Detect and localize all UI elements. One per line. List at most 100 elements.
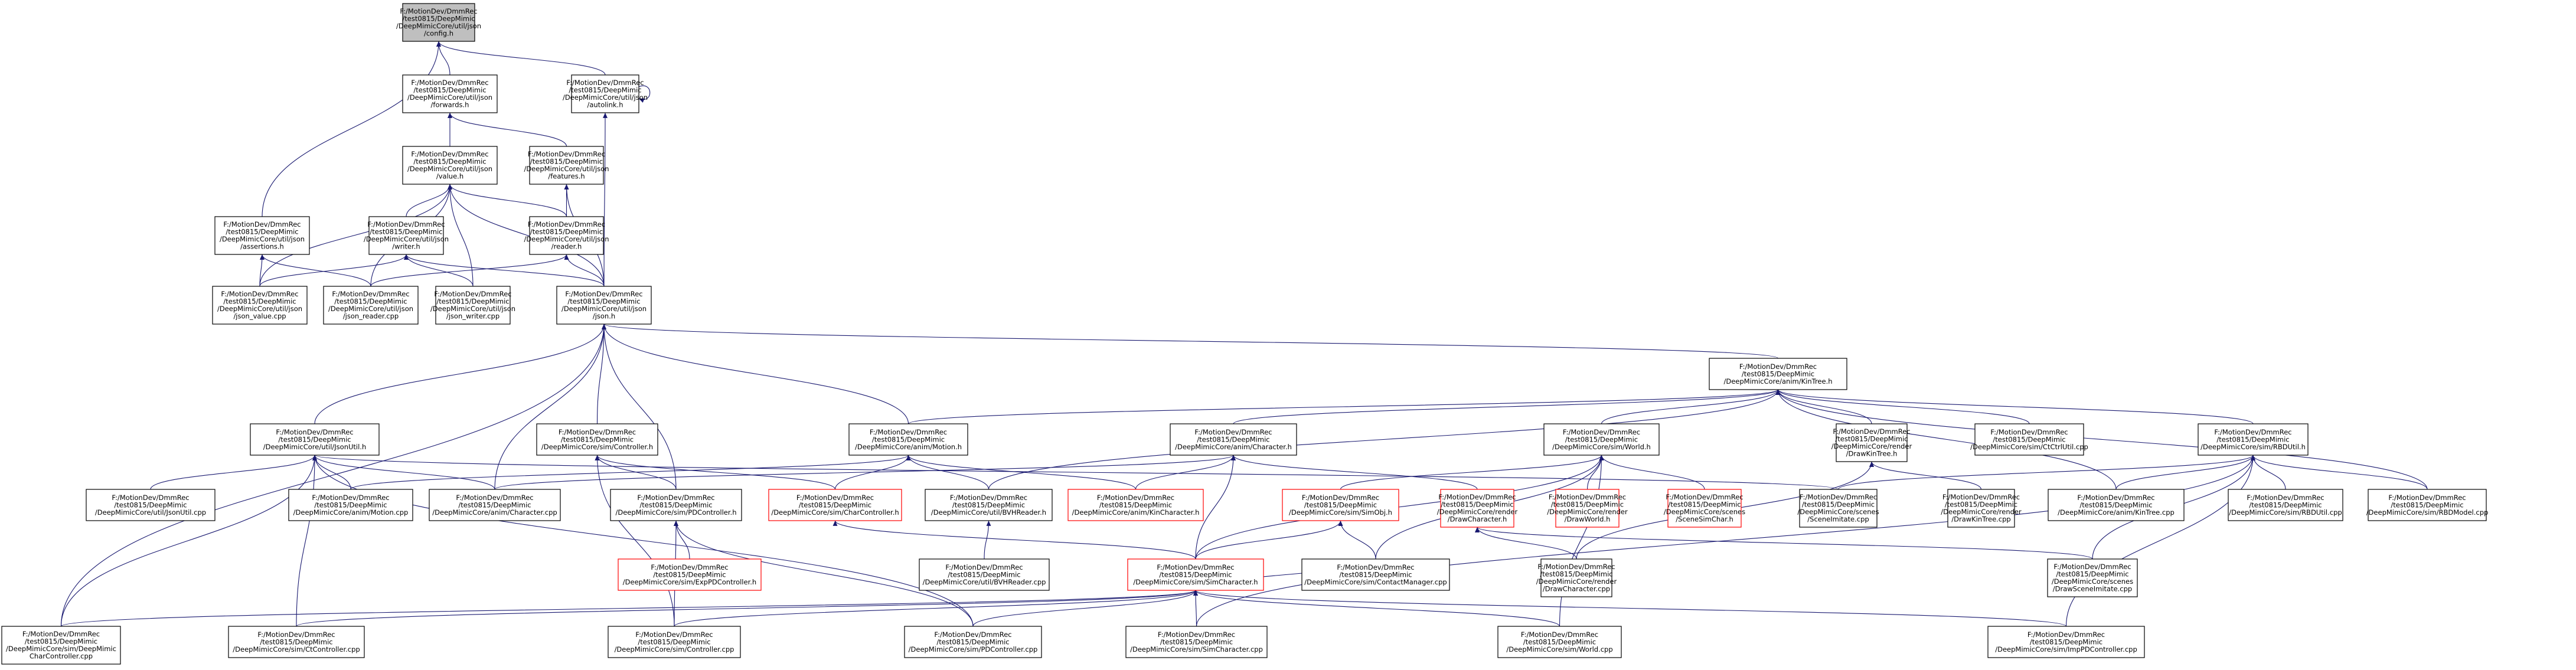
node-json_writer[interactable]: F:/MotionDev/DmmRec/test0815/DeepMimic/D… — [430, 286, 515, 325]
node-box — [1497, 626, 1622, 658]
node-bvhreader_cpp[interactable]: F:/MotionDev/DmmRec/test0815/DeepMimic/D… — [919, 558, 1050, 591]
node-label-line: /test0815/DeepMimic — [799, 501, 871, 509]
edge-json_value-to-writer — [259, 254, 409, 287]
node-features[interactable]: F:/MotionDev/DmmRec/test0815/DeepMimic/D… — [524, 146, 609, 185]
node-label-line: /DeepMimicCore/scenes — [1664, 508, 1745, 516]
node-label-line: /test0815/DeepMimic — [278, 435, 351, 443]
node-drawkintree_cpp[interactable]: F:/MotionDev/DmmRec/test0815/DeepMimic/D… — [1941, 489, 2022, 528]
node-kintree_cpp[interactable]: F:/MotionDev/DmmRec/test0815/DeepMimic/D… — [2048, 489, 2185, 521]
node-box — [1836, 423, 1908, 462]
node-scenesimchar_h[interactable]: F:/MotionDev/DmmRec/test0815/DeepMimic/D… — [1664, 489, 1745, 528]
node-drawsceneimitate_cpp[interactable]: F:/MotionDev/DmmRec/test0815/DeepMimic/D… — [2047, 558, 2138, 597]
node-box — [1127, 558, 1264, 591]
node-value[interactable]: F:/MotionDev/DmmRec/test0815/DeepMimic/D… — [402, 146, 498, 185]
node-reader[interactable]: F:/MotionDev/DmmRec/test0815/DeepMimic/D… — [524, 216, 609, 255]
node-world[interactable]: F:/MotionDev/DmmRec/test0815/DeepMimic/D… — [1543, 423, 1660, 456]
node-bvhreader_h[interactable]: F:/MotionDev/DmmRec/test0815/DeepMimic/D… — [925, 489, 1053, 521]
node-json_value[interactable]: F:/MotionDev/DmmRec/test0815/DeepMimic/D… — [212, 286, 308, 325]
node-label-line: /test0815/DeepMimic — [2216, 435, 2289, 443]
node-label-line: /DeepMimicCore/sim/PDController.h — [615, 508, 736, 517]
node-label-line: /test0815/DeepMimic — [952, 501, 1025, 509]
node-ctctrlutil[interactable]: F:/MotionDev/DmmRec/test0815/DeepMimic/D… — [1970, 423, 2088, 456]
node-charcontroller_h[interactable]: F:/MotionDev/DmmRec/test0815/DeepMimic/D… — [768, 489, 902, 521]
node-label-line: /DeepMimicCore/render — [1941, 508, 2022, 516]
node-label-line: /test0815/DeepMimic — [530, 158, 603, 166]
node-simcharacter_h[interactable]: F:/MotionDev/DmmRec/test0815/DeepMimic/D… — [1127, 558, 1264, 591]
node-autolink[interactable]: F:/MotionDev/DmmRec/test0815/DeepMimic/D… — [563, 74, 648, 113]
edge-drawcharacter_cpp-to-drawcharacter_h — [1475, 527, 1577, 560]
node-label-line: /test0815/DeepMimic — [1742, 370, 1814, 378]
node-deepmimiccharcontroller_cpp[interactable]: F:/MotionDev/DmmRec/test0815/DeepMimic/D… — [1, 626, 121, 665]
node-drawcharacter_h[interactable]: F:/MotionDev/DmmRec/test0815/DeepMimic/D… — [1437, 489, 1518, 528]
node-label-line: F:/MotionDev/DmmRec — [221, 290, 298, 298]
node-label-line: /DeepMimicCore/sim/CtCtrlUtil.cpp — [1970, 443, 2088, 451]
node-label-line: /autolink.h — [587, 101, 623, 109]
node-character_cpp[interactable]: F:/MotionDev/DmmRec/test0815/DeepMimic/D… — [429, 489, 561, 521]
edge-kintree-to-json — [602, 323, 1779, 359]
edge-character_cpp-to-character — [494, 455, 1236, 490]
node-rbdutil_cpp[interactable]: F:/MotionDev/DmmRec/test0815/DeepMimic/D… — [2228, 489, 2343, 521]
node-label-line: /DeepMimicCore/util/json — [328, 305, 413, 313]
node-motion_cpp[interactable]: F:/MotionDev/DmmRec/test0815/DeepMimic/D… — [288, 489, 413, 521]
node-simcharacter_cpp[interactable]: F:/MotionDev/DmmRec/test0815/DeepMimic/D… — [1125, 626, 1268, 658]
node-box — [214, 216, 310, 255]
node-label-line: F:/MotionDev/DmmRec — [1800, 493, 1877, 501]
node-label-line: F:/MotionDev/DmmRec — [312, 493, 389, 502]
node-label-line: /DeepMimicCore/util/json — [364, 235, 449, 243]
node-rbdutil_h[interactable]: F:/MotionDev/DmmRec/test0815/DeepMimic/D… — [2198, 423, 2309, 456]
node-label-line: CharController.cpp — [30, 652, 93, 661]
edge-rbdmodel_cpp-to-rbdutil_h — [2251, 455, 2428, 490]
node-motion[interactable]: F:/MotionDev/DmmRec/test0815/DeepMimic/D… — [848, 423, 968, 456]
node-label-line: /DeepMimicCore/util/BVHReader.cpp — [923, 578, 1046, 586]
node-label-line: /DeepMimicCore/sim/ImpPDController.cpp — [1995, 645, 2137, 653]
node-label-line: /test0815/DeepMimic — [1159, 570, 1232, 579]
node-character[interactable]: F:/MotionDev/DmmRec/test0815/DeepMimic/D… — [1170, 423, 1297, 456]
node-forwards[interactable]: F:/MotionDev/DmmRec/test0815/DeepMimic/D… — [402, 74, 498, 113]
node-kintree[interactable]: F:/MotionDev/DmmRec/test0815/DeepMimic/D… — [1709, 358, 1847, 390]
edge-controller_cpp-to-controller — [595, 455, 675, 627]
node-sceneimitate_cpp[interactable]: F:/MotionDev/DmmRec/test0815/DeepMimic/D… — [1797, 489, 1879, 528]
node-label-line: F:/MotionDev/DmmRec — [1549, 493, 1626, 501]
node-drawkintree_h[interactable]: F:/MotionDev/DmmRec/test0815/DeepMimic/D… — [1831, 423, 1912, 462]
node-rbdmodel_cpp[interactable]: F:/MotionDev/DmmRec/test0815/DeepMimic/D… — [2366, 489, 2489, 521]
node-label-line: /test0815/DeepMimic — [114, 501, 187, 509]
node-drawworld_h[interactable]: F:/MotionDev/DmmRec/test0815/DeepMimic/D… — [1547, 489, 1628, 528]
node-jsonutil[interactable]: F:/MotionDev/DmmRec/test0815/DeepMimic/D… — [250, 423, 380, 456]
node-simobj_h[interactable]: F:/MotionDev/DmmRec/test0815/DeepMimic/D… — [1282, 489, 1399, 521]
node-box — [536, 423, 658, 456]
node-label-line: /test0815/DeepMimic — [2391, 501, 2463, 509]
node-json_reader[interactable]: F:/MotionDev/DmmRec/test0815/DeepMimic/D… — [323, 286, 419, 325]
node-writer[interactable]: F:/MotionDev/DmmRec/test0815/DeepMimic/D… — [364, 216, 449, 255]
node-box — [323, 286, 419, 325]
node-world_cpp[interactable]: F:/MotionDev/DmmRec/test0815/DeepMimic/D… — [1497, 626, 1622, 658]
node-json[interactable]: F:/MotionDev/DmmRec/test0815/DeepMimic/D… — [556, 286, 652, 325]
node-controller[interactable]: F:/MotionDev/DmmRec/test0815/DeepMimic/D… — [536, 423, 658, 456]
node-drawcharacter_cpp[interactable]: F:/MotionDev/DmmRec/test0815/DeepMimic/D… — [1536, 558, 1617, 597]
edge-json_writer-to-value — [448, 184, 474, 287]
node-assertions[interactable]: F:/MotionDev/DmmRec/test0815/DeepMimic/D… — [214, 216, 310, 255]
node-contactmanager_cpp[interactable]: F:/MotionDev/DmmRec/test0815/DeepMimic/D… — [1301, 558, 1450, 591]
node-pdcontroller_cpp[interactable]: F:/MotionDev/DmmRec/test0815/DeepMimic/D… — [904, 626, 1042, 658]
node-label-line: /SceneImitate.cpp — [1807, 515, 1869, 524]
node-label-line: /DeepMimicCore/anim/KinTree.h — [1723, 377, 1832, 385]
edges-layer — [60, 41, 2428, 627]
edge-motion-to-kintree — [907, 389, 1781, 424]
node-label-line: /test0815/DeepMimic — [530, 228, 603, 236]
edge-assertions-to-config — [262, 41, 441, 217]
node-box — [2047, 558, 2138, 597]
node-ctcontroller_cpp[interactable]: F:/MotionDev/DmmRec/test0815/DeepMimic/D… — [228, 626, 365, 658]
node-box — [529, 146, 604, 185]
edge-kintree_cpp-to-rbdutil_h — [2115, 455, 2255, 490]
node-imppdcontroller_cpp[interactable]: F:/MotionDev/DmmRec/test0815/DeepMimic/D… — [1987, 626, 2145, 658]
node-exppdcontroller_h[interactable]: F:/MotionDev/DmmRec/test0815/DeepMimic/D… — [618, 558, 762, 591]
node-label-line: /test0815/DeepMimic — [260, 638, 332, 646]
node-config[interactable]: F:/MotionDev/DmmRec/test0815/DeepMimic/D… — [396, 3, 481, 42]
node-kincharacter_h[interactable]: F:/MotionDev/DmmRec/test0815/DeepMimic/D… — [1067, 489, 1204, 521]
node-label-line: /SceneSimChar.h — [1676, 515, 1733, 524]
node-controller_cpp[interactable]: F:/MotionDev/DmmRec/test0815/DeepMimic/D… — [608, 626, 741, 658]
node-pdcontroller_h[interactable]: F:/MotionDev/DmmRec/test0815/DeepMimic/D… — [610, 489, 742, 521]
node-jsonutil_cpp[interactable]: F:/MotionDev/DmmRec/test0815/DeepMimic/D… — [86, 489, 216, 521]
edge-json_value-to-value — [259, 184, 452, 287]
node-label-line: F:/MotionDev/DmmRec — [635, 630, 713, 639]
node-label-line: /DeepMimicCore/anim/Motion.cpp — [293, 508, 409, 517]
